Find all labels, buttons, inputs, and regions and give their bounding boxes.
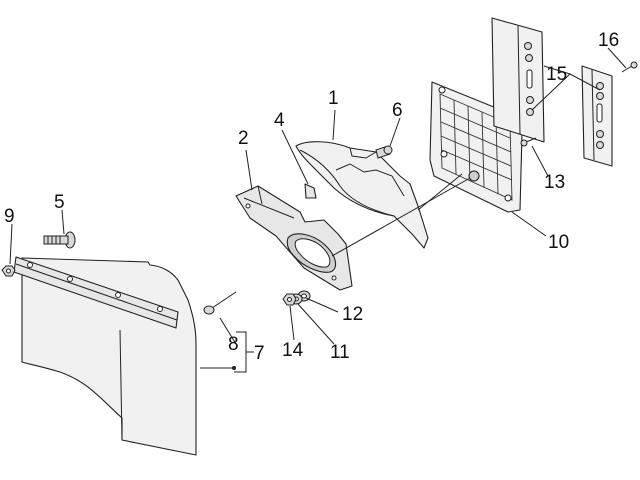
callout-5: 5 (54, 192, 65, 213)
leader-lines (9, 47, 627, 373)
rivet-part-8 (203, 291, 237, 315)
nut-part-9 (1, 265, 16, 277)
upper-shell-part-1 (295, 141, 429, 249)
callout-2: 2 (238, 128, 249, 149)
callout-8: 8 (228, 334, 239, 355)
callout-10: 10 (548, 232, 569, 253)
screw-part-16 (621, 61, 638, 73)
bolt-part-5 (43, 231, 76, 249)
nut-part-14 (282, 293, 297, 306)
callout-12: 12 (342, 304, 363, 325)
callout-15: 15 (546, 64, 567, 85)
callout-6: 6 (392, 100, 403, 121)
callout-16: 16 (598, 30, 619, 51)
inner-panel-part-2 (235, 185, 353, 291)
callout-1: 1 (328, 88, 339, 109)
callout-9: 9 (4, 206, 15, 227)
callout-11: 11 (330, 342, 350, 363)
callout-13: 13 (544, 172, 565, 193)
callout-7: 7 (254, 343, 265, 364)
bracket-part-15-right (581, 65, 613, 167)
callout-4: 4 (274, 110, 285, 131)
mounting-strip-part-8 (13, 256, 179, 329)
screw-part-13 (520, 137, 537, 147)
callout-14: 14 (282, 340, 304, 361)
mudflap-part-7 (21, 257, 197, 456)
bracket-part-15-left (491, 17, 545, 143)
clip-part-4 (304, 183, 317, 199)
screw-part-6 (375, 145, 393, 159)
